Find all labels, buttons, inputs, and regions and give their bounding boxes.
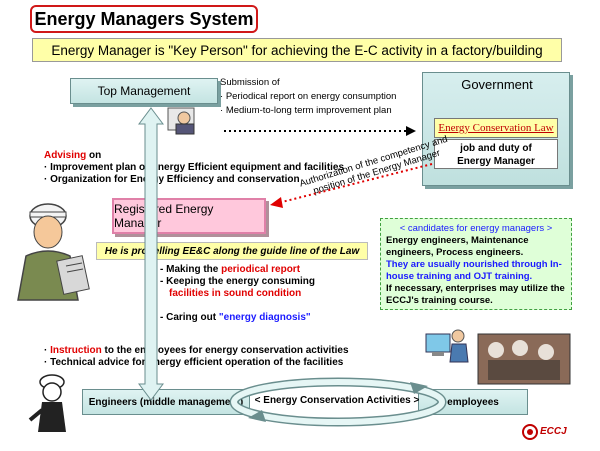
submission-arrow: [224, 126, 416, 136]
workers-photo: [477, 333, 571, 385]
eca-label: < Energy Conservation Activities >: [254, 395, 420, 406]
top-management-label: Top Management: [97, 84, 191, 98]
instruction-text: · Instruction to the employees for energ…: [44, 345, 349, 368]
task-keeping-facilities: - Keeping the energy consuming: [160, 276, 316, 287]
advising-item: · Organization for Energy Efficiency and…: [44, 174, 300, 185]
authorization-arrow: [270, 163, 433, 208]
engineer-figure-icon: [17, 203, 90, 301]
candidates-title: < candidates for energy managers >: [399, 223, 553, 234]
candidates-line2: They are usually nourished through In-ho…: [386, 259, 562, 282]
office-worker-icon: [167, 107, 195, 135]
subtitle-banner: Energy Manager is "Key Person" for achie…: [32, 38, 562, 62]
instruction-keyword: Instruction: [50, 345, 102, 356]
advising-item: · Improvement plan of Energy Efficient e…: [44, 162, 345, 173]
task-keeping-facilities-2: facilities in sound condition: [169, 288, 302, 299]
computer-user-icon: [425, 329, 469, 363]
task-energy-diagnosis: - Caring out "energy diagnosis": [160, 312, 311, 323]
eccj-logo-icon: [522, 424, 538, 440]
advising-suffix: on: [86, 150, 102, 161]
advising-text: Advising on · Improvement plan of Energy…: [44, 150, 344, 186]
subtitle-text: Energy Manager is "Key Person" for achie…: [51, 42, 543, 58]
eccj-logo: ECCJ: [540, 426, 567, 437]
submission-item: · Periodical report on energy consumptio…: [220, 91, 397, 102]
job-duty-box: job and duty of Energy Manager: [434, 139, 558, 169]
job-duty-line2: Energy Manager: [457, 156, 535, 167]
employees-label: employees: [447, 396, 499, 408]
submission-text: Submission of · Periodical report on ene…: [220, 76, 396, 118]
task-periodical-report: - Making the periodical report: [160, 264, 301, 275]
page-title: Energy Managers System: [30, 5, 258, 33]
propelling-banner: He is propelling EE&C along the guide li…: [96, 242, 368, 260]
page-title-text: Energy Managers System: [34, 8, 254, 29]
candidates-line3: If necessary, enterprises may utilize th…: [386, 283, 565, 306]
worker-figure-icon: [28, 374, 66, 432]
energy-conservation-law-box: Energy Conservation Law: [434, 118, 558, 138]
vertical-arrow: [138, 107, 164, 401]
manager-tasks: - Making the periodical report - Keeping…: [160, 264, 315, 324]
energy-conservation-law-label: Energy Conservation Law: [438, 122, 554, 134]
instruction-rest: to the employees for energy conservation…: [101, 345, 349, 356]
propelling-text: He is propelling EE&C along the guide li…: [104, 245, 360, 257]
engineers-label: Engineers (middle management): [88, 396, 244, 408]
government-label: Government: [461, 77, 533, 92]
submission-heading: Submission of: [220, 77, 280, 88]
submission-item: · Medium-to-long term improvement plan: [220, 105, 392, 116]
job-duty-line1: job and duty of: [460, 143, 532, 154]
advising-keyword: Advising: [44, 150, 87, 161]
engineers-box: Engineers (middle management): [82, 389, 250, 415]
candidates-line1: Energy engineers, Maintenance engineers,…: [386, 235, 529, 258]
top-management-box: Top Management: [70, 78, 218, 104]
technical-advice: · Technical advice for energy efficient …: [44, 357, 344, 368]
eca-cycle: [229, 377, 447, 427]
candidates-box: < candidates for energy managers > Energ…: [380, 218, 572, 310]
